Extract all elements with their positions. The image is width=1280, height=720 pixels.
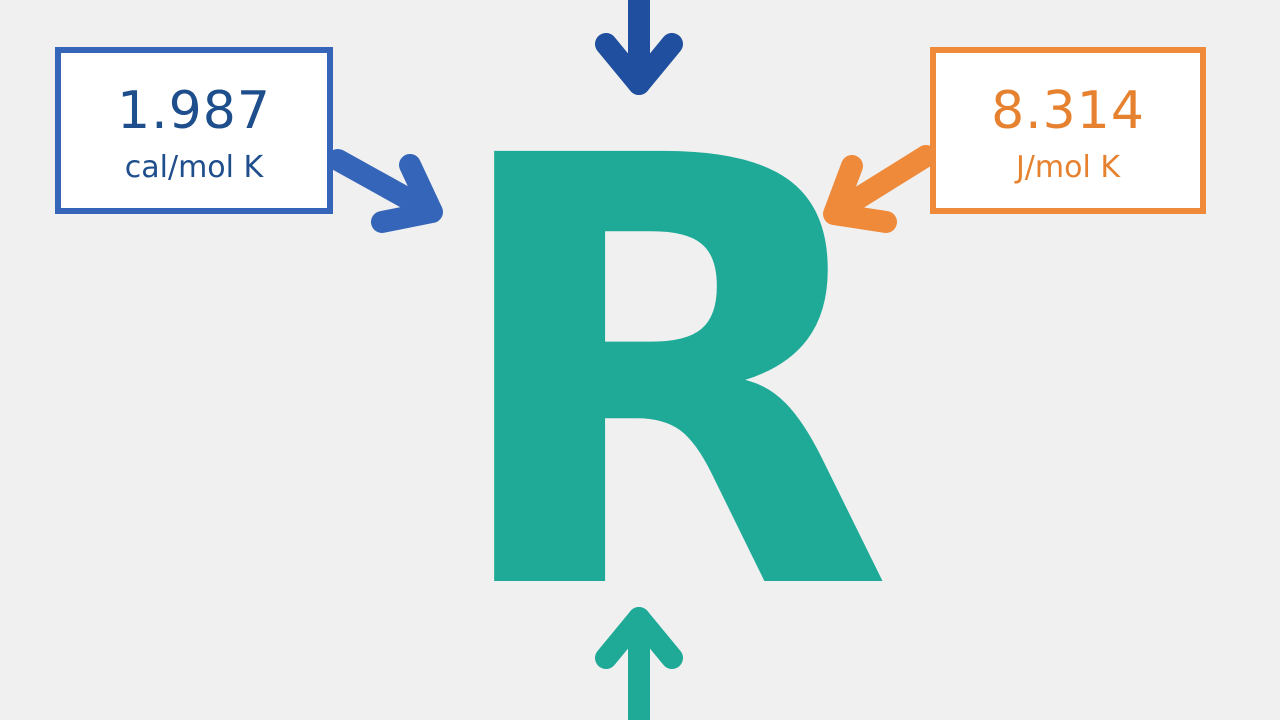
left-arrow-icon — [327, 149, 443, 233]
joule-value-box: 8.314 J/mol K — [930, 47, 1206, 214]
top-arrow-icon — [595, 0, 683, 95]
joule-value-number: 8.314 — [991, 81, 1145, 141]
right-arrow-icon — [823, 145, 937, 233]
joule-value-unit: J/mol K — [1015, 150, 1121, 185]
cal-value-unit: cal/mol K — [124, 150, 264, 185]
cal-value-box: 1.987 cal/mol K — [55, 47, 333, 214]
gas-constant-symbol: R — [440, 34, 895, 720]
bottom-arrow-icon — [595, 607, 683, 720]
cal-value-number: 1.987 — [117, 81, 271, 141]
